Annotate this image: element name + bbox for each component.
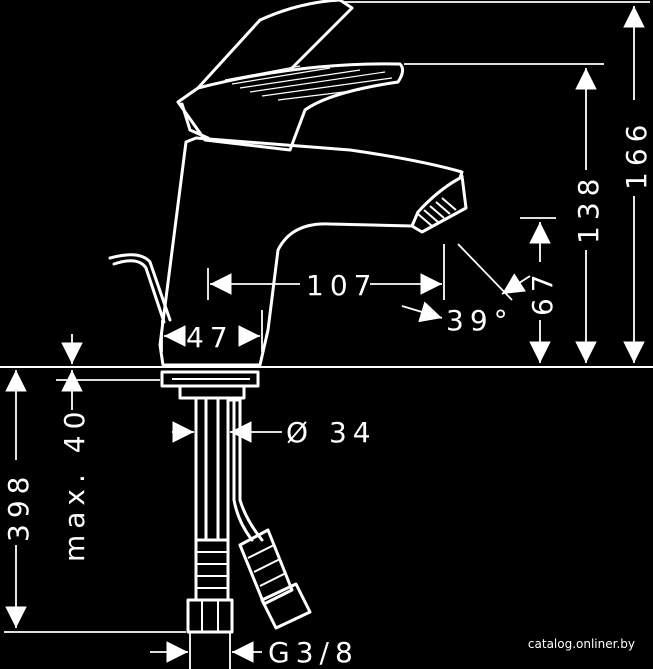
label-height-to-spout: 138	[572, 173, 605, 244]
label-thread: G3/8	[268, 636, 359, 669]
label-hose-length: 398	[2, 471, 35, 542]
popup-rod	[108, 253, 172, 324]
label-max-thickness: max. 40	[58, 406, 91, 562]
dim-spout-angle	[401, 243, 531, 323]
label-body-width: 47	[186, 321, 234, 354]
label-spout-angle: 39°	[446, 304, 514, 337]
dim-max-thickness	[56, 334, 160, 410]
dim-spout-reach	[207, 244, 445, 300]
dim-total-height	[344, 1, 650, 363]
faucet-body	[158, 136, 468, 367]
label-spout-height: 67	[526, 268, 559, 316]
dim-hose-length	[4, 370, 186, 633]
dim-body-width	[161, 310, 263, 352]
label-total-height: 166	[620, 119, 653, 190]
dim-thread	[150, 632, 262, 669]
label-spout-reach: 107	[306, 269, 377, 302]
dim-height-to-spout	[404, 63, 604, 363]
label-inlet-diameter: Ø 34	[286, 416, 377, 449]
watermark: catalog.onliner.by	[527, 637, 635, 651]
lever-handle	[176, 0, 405, 152]
dim-spout-height	[520, 217, 556, 363]
supply-hoses	[186, 396, 312, 634]
mounting-flange	[160, 370, 260, 400]
